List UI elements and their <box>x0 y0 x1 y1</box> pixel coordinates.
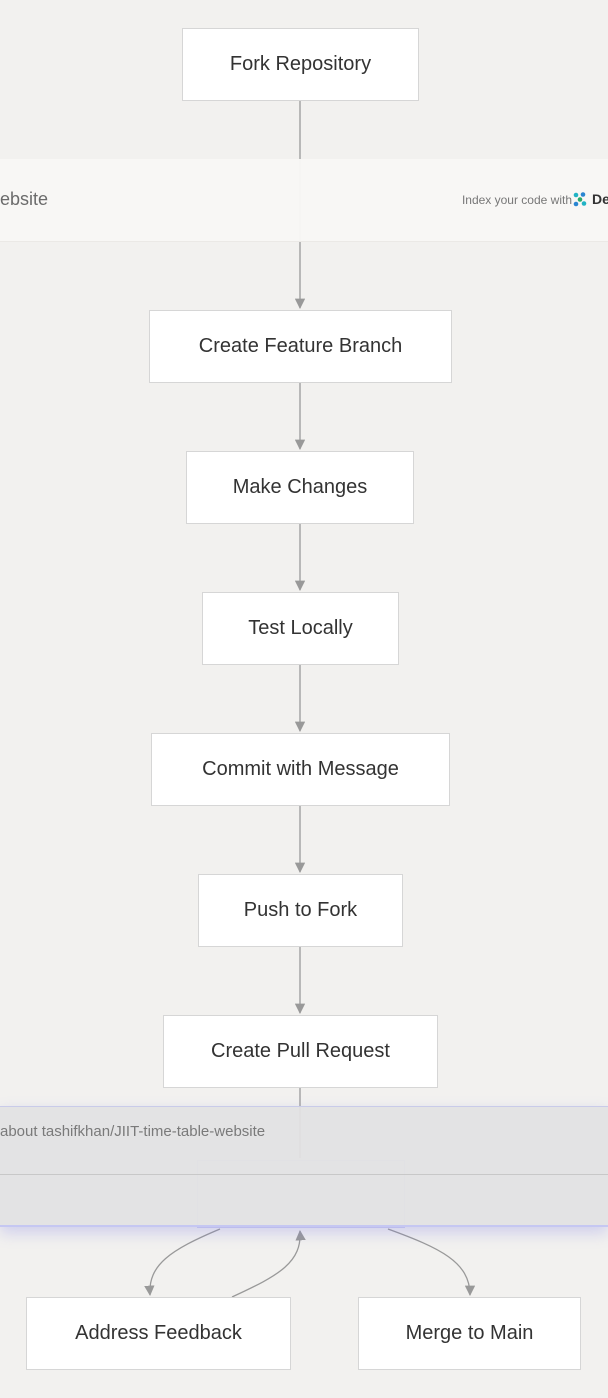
node-fork-repository[interactable]: Fork Repository <box>182 28 419 101</box>
node-label: Merge to Main <box>405 1322 534 1344</box>
brand-logo-icon <box>573 192 587 207</box>
edge-review-merge <box>387 1228 476 1297</box>
node-address-feedback[interactable]: Address Feedback <box>26 1297 291 1370</box>
index-code-text: Index your code with <box>461 193 572 207</box>
node-label: Push to Fork <box>243 899 358 921</box>
node-create-feature-branch[interactable]: Create Feature Branch <box>149 310 452 383</box>
ask-divider <box>0 1174 608 1175</box>
node-label: Commit with Message <box>202 758 399 780</box>
node-label: Create Pull Request <box>211 1040 390 1062</box>
node-commit-with-message[interactable]: Commit with Message <box>151 733 450 806</box>
node-label: Test Locally <box>248 617 353 639</box>
ask-input[interactable] <box>0 1175 608 1223</box>
node-create-pull-request[interactable]: Create Pull Request <box>163 1015 438 1088</box>
node-label: Address Feedback <box>75 1322 242 1344</box>
node-label: Create Feature Branch <box>198 335 403 357</box>
edge-feedback-review <box>231 1229 306 1298</box>
node-label: Make Changes <box>232 476 368 498</box>
node-label: Fork Repository <box>229 53 372 75</box>
ask-repo-label: about tashifkhan/JIIT-time-table-website <box>0 1123 266 1140</box>
node-make-changes[interactable]: Make Changes <box>186 451 414 524</box>
node-test-locally[interactable]: Test Locally <box>202 592 399 665</box>
node-push-to-fork[interactable]: Push to Fork <box>198 874 403 947</box>
brand-link[interactable]: De <box>572 190 608 208</box>
repo-header-bar: ebsite Index your code with De <box>0 159 608 242</box>
ask-panel: about tashifkhan/JIIT-time-table-website <box>0 1106 608 1227</box>
edge-review-feedback <box>144 1228 221 1297</box>
brand-name: De <box>592 191 608 207</box>
repo-name[interactable]: ebsite <box>0 189 49 209</box>
node-merge-to-main[interactable]: Merge to Main <box>358 1297 581 1370</box>
